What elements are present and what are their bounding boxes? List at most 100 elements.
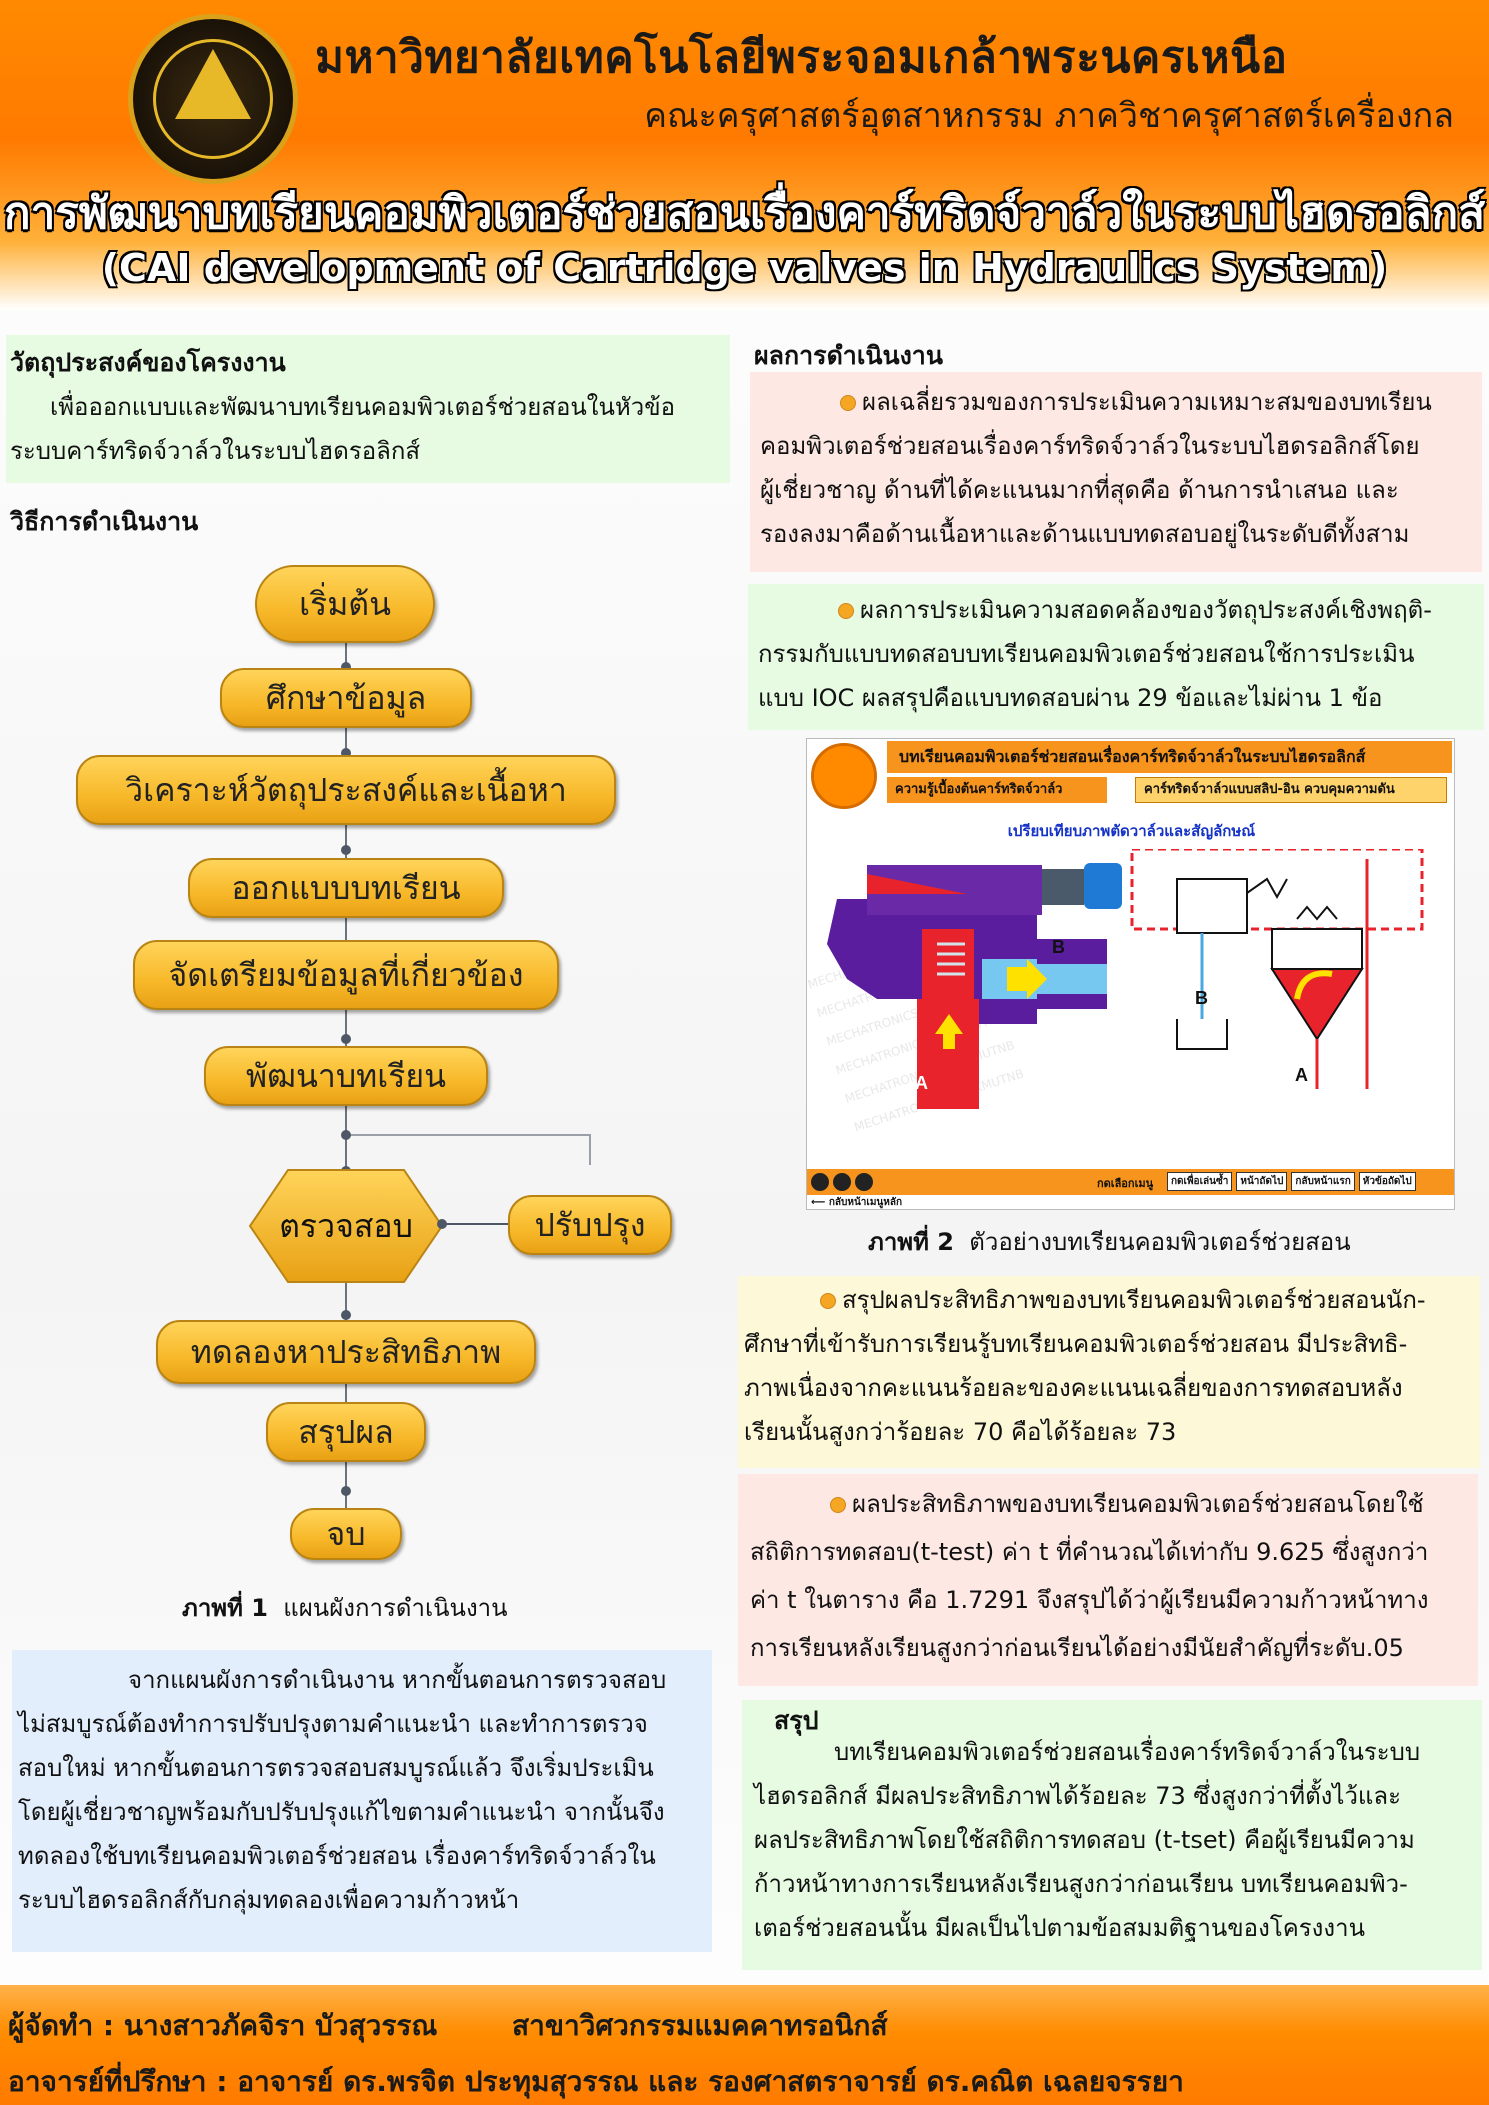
lesson-logo [811, 743, 877, 809]
flow-design: ออกแบบบทเรียน [188, 858, 504, 918]
method-desc-line: ทดลองใช้บทเรียนคอมพิวเตอร์ช่วยสอน เรื่อง… [18, 1842, 656, 1870]
figure-1-text: แผนผังการดำเนินงาน [283, 1594, 508, 1622]
lesson-banner: บทเรียนคอมพิวเตอร์ช่วยสอนเรื่องคาร์ทริดจ… [807, 739, 1454, 811]
lesson-topic-tab: ความรู้เบื้องต้นคาร์ทริดจ์วาล์ว [887, 777, 1107, 803]
nav-menu-label: กดเลือกเมนู [1097, 1177, 1154, 1190]
university-name: มหาวิทยาลัยเทคโนโลยีพระจอมเกล้าพระนครเหน… [315, 32, 1288, 83]
result-1-line: คอมพิวเตอร์ช่วยสอนเรื่องคาร์ทริดจ์วาล์วใ… [760, 432, 1420, 460]
flow-conclude: สรุปผล [266, 1402, 426, 1462]
summary-section: สรุป บทเรียนคอมพิวเตอร์ช่วยสอนเรื่องคาร์… [742, 1700, 1482, 1970]
result-1-line: ผู้เชี่ยวชาญ ด้านที่ได้คะแนนมากที่สุดคือ… [760, 476, 1399, 504]
stop-icon[interactable] [855, 1173, 873, 1191]
lesson-banner-title: บทเรียนคอมพิวเตอร์ช่วยสอนเรื่องคาร์ทริดจ… [887, 741, 1452, 773]
lesson-nav-bar: กดเลือกเมนู กดเพื่อเล่นซ้ำ หน้าถัดไป กลั… [807, 1169, 1454, 1195]
flow-check-diamond: ตรวจสอบ [248, 1168, 444, 1284]
method-desc-line: จากแผนผังการดำเนินงาน หากขั้นตอนการตรวจส… [128, 1666, 667, 1694]
figure-2-caption: ภาพที่ 2 ตัวอย่างบทเรียนคอมพิวเตอร์ช่วยส… [868, 1222, 1351, 1261]
method-desc-line: ระบบไฮดรอลิกส์กับกลุ่มทดลองเพื่อความก้าว… [18, 1886, 520, 1914]
objective-heading: วัตถุประสงค์ของโครงงาน [10, 348, 286, 377]
nav-buttons: กดเพื่อเล่นซ้ำ หน้าถัดไป กลับหน้าแรก หัว… [1167, 1172, 1416, 1191]
figure-2-label: ภาพที่ 2 [868, 1228, 954, 1256]
cai-lesson-screenshot: บทเรียนคอมพิวเตอร์ช่วยสอนเรื่องคาร์ทริดจ… [806, 738, 1455, 1210]
results-heading: ผลการดำเนินงาน [754, 341, 943, 370]
flow-improve: ปรับปรุง [508, 1195, 672, 1255]
method-desc-line: สอบใหม่ หากขั้นตอนการตรวจสอบสมบูรณ์แล้ว … [18, 1754, 654, 1782]
flow-check-label: ตรวจสอบ [279, 1206, 413, 1245]
result-2-section: ผลการประเมินความสอดคล้องของวัตถุประสงค์เ… [748, 584, 1484, 730]
port-a-label-symbol: A [1295, 1065, 1308, 1085]
result-3-line: ภาพเนื่องจากคะแนนร้อยละของคะแนนเฉลี่ยของ… [744, 1374, 1403, 1402]
flow-develop: พัฒนาบทเรียน [204, 1046, 488, 1106]
summary-line: ไฮดรอลิกส์ มีผลประสิทธิภาพได้ร้อยละ 73 ซ… [754, 1782, 1401, 1810]
result-4-line: ผลประสิทธิภาพของบทเรียนคอมพิวเตอร์ช่วยสอ… [852, 1490, 1424, 1518]
result-3-line: สรุปผลประสิทธิภาพของบทเรียนคอมพิวเตอร์ช่… [842, 1286, 1426, 1314]
result-2-line: กรรมกับแบบทดสอบบทเรียนคอมพิวเตอร์ช่วยสอน… [758, 640, 1415, 668]
port-b-label-symbol: B [1195, 988, 1208, 1008]
back-to-menu-link[interactable]: ⟵ กลับหน้าเมนูหลัก [811, 1197, 903, 1208]
pause-icon[interactable] [833, 1173, 851, 1191]
result-4-section: ผลประสิทธิภาพของบทเรียนคอมพิวเตอร์ช่วยสอ… [738, 1474, 1478, 1686]
objective-line-2: ระบบคาร์ทริดจ์วาล์วในระบบไฮดรอลิกส์ [10, 437, 421, 465]
result-4-line: การเรียนหลังเรียนสูงกว่าก่อนเรียนได้อย่า… [750, 1634, 1404, 1662]
method-desc-line: ไม่สมบูรณ์ต้องทำการปรับปรุงตามคำแนะนำ แล… [18, 1710, 648, 1738]
summary-line: ผลประสิทธิภาพโดยใช้สถิติการทดสอบ (t-tset… [754, 1826, 1415, 1854]
flow-connector-dot [341, 845, 351, 855]
result-4-line: สถิติการทดสอบ(t-test) ค่า t ที่คำนวณได้เ… [750, 1538, 1429, 1566]
method-desc-line: โดยผู้เชี่ยวชาญพร้อมกับปรับปรุงแก้ไขตามค… [18, 1798, 665, 1826]
poster-footer [0, 1985, 1489, 2105]
port-b-label-cutaway: B [1052, 937, 1065, 957]
bullet-icon [830, 1497, 846, 1513]
lesson-subtitle: เปรียบเทียบภาพตัดวาล์วและสัญลักษณ์ [1007, 822, 1256, 840]
poster-title-english: (CAI development of Cartridge valves in … [101, 246, 1388, 290]
play-icon[interactable] [811, 1173, 829, 1191]
flow-prepare: จัดเตรียมข้อมูลที่เกี่ยวข้อง [133, 940, 559, 1010]
next-topic-button[interactable]: หัวข้อถัดไป [1358, 1172, 1416, 1191]
result-1-section: ผลเฉลี่ยรวมของการประเมินความเหมาะสมของบท… [750, 372, 1482, 572]
arrow-left-icon: ⟵ [811, 1197, 826, 1208]
result-4-line: ค่า t ในตาราง คือ 1.7291 จึงสรุปได้ว่าผู… [750, 1586, 1429, 1614]
next-page-button[interactable]: หน้าถัดไป [1236, 1172, 1288, 1191]
objective-section: วัตถุประสงค์ของโครงงาน เพื่อออกแบบและพัฒ… [6, 335, 730, 483]
method-description-section: จากแผนผังการดำเนินงาน หากขั้นตอนการตรวจส… [12, 1650, 712, 1952]
flow-connector-dot [341, 1310, 351, 1320]
result-2-line: แบบ IOC ผลสรุปคือแบบทดสอบผ่าน 29 ข้อและไ… [758, 684, 1383, 712]
flow-study: ศึกษาข้อมูล [220, 668, 472, 728]
university-seal-logo [128, 14, 298, 184]
flow-start: เริ่มต้น [255, 565, 435, 643]
program-credit: สาขาวิศวกรรมแมคคาทรอนิกส์ [512, 2009, 888, 2042]
flow-analyze: วิเคราะห์วัตถุประสงค์และเนื้อหา [76, 755, 616, 825]
home-button[interactable]: กลับหน้าแรก [1291, 1172, 1355, 1191]
result-1-line: รองลงมาคือด้านเนื้อหาและด้านแบบทดสอบอยู่… [760, 520, 1410, 548]
flow-connector-dot [437, 1219, 447, 1229]
flow-connector-dot [341, 1130, 351, 1140]
result-3-section: สรุปผลประสิทธิภาพของบทเรียนคอมพิวเตอร์ช่… [738, 1276, 1480, 1468]
result-2-line: ผลการประเมินความสอดคล้องของวัตถุประสงค์เ… [860, 596, 1432, 624]
bullet-icon [838, 603, 854, 619]
advisor-credit: อาจารย์ที่ปรึกษา : อาจารย์ ดร.พรจิต ประท… [8, 2065, 1184, 2098]
summary-line: บทเรียนคอมพิวเตอร์ช่วยสอนเรื่องคาร์ทริดจ… [834, 1738, 1421, 1766]
result-1-line: ผลเฉลี่ยรวมของการประเมินความเหมาะสมของบท… [862, 388, 1432, 416]
result-3-line: เรียนนั้นสูงกว่าร้อยละ 70 คือได้ร้อยละ 7… [744, 1418, 1177, 1446]
faculty-name: คณะครุศาสตร์อุตสาหกรรม ภาควิชาครุศาสตร์เ… [644, 96, 1454, 136]
figure-1-caption: ภาพที่ 1 แผนผังการดำเนินงาน [182, 1588, 508, 1627]
bullet-icon [820, 1293, 836, 1309]
figure-1-label: ภาพที่ 1 [182, 1594, 268, 1622]
result-3-line: ศึกษาที่เข้ารับการเรียนรู้บทเรียนคอมพิวเ… [744, 1330, 1408, 1358]
flow-connector-dot [341, 1486, 351, 1496]
summary-line: ก้าวหน้าทางการเรียนหลังเรียนสูงกว่าก่อนเ… [754, 1870, 1408, 1898]
summary-heading: สรุป [774, 1706, 819, 1735]
flow-end: จบ [290, 1508, 402, 1560]
valve-cutaway-and-symbol: B A B A [827, 849, 1424, 1109]
bullet-icon [840, 395, 856, 411]
lesson-subtopic-tab: คาร์ทริดจ์วาล์วแบบสลิป-อิน ควบคุมความดัน [1135, 777, 1447, 803]
method-heading: วิธีการดำเนินงาน [10, 507, 199, 536]
poster-title-thai: การพัฒนาบทเรียนคอมพิวเตอร์ช่วยสอนเรื่องค… [3, 188, 1486, 239]
flow-connector-dot [341, 662, 351, 672]
figure-2-text: ตัวอย่างบทเรียนคอมพิวเตอร์ช่วยสอน [969, 1228, 1351, 1256]
objective-line-1: เพื่อออกแบบและพัฒนาบทเรียนคอมพิวเตอร์ช่ว… [50, 393, 676, 421]
author-credit: ผู้จัดทำ : นางสาวภัคจิรา บัวสุวรรณ [8, 2009, 438, 2042]
summary-line: เตอร์ช่วยสอนนั้น มีผลเป็นไปตามข้อสมมติฐา… [754, 1914, 1365, 1942]
port-a-label-cutaway: A [915, 1073, 928, 1093]
replay-button[interactable]: กดเพื่อเล่นซ้ำ [1167, 1172, 1233, 1191]
flow-connector-dot [341, 1034, 351, 1044]
